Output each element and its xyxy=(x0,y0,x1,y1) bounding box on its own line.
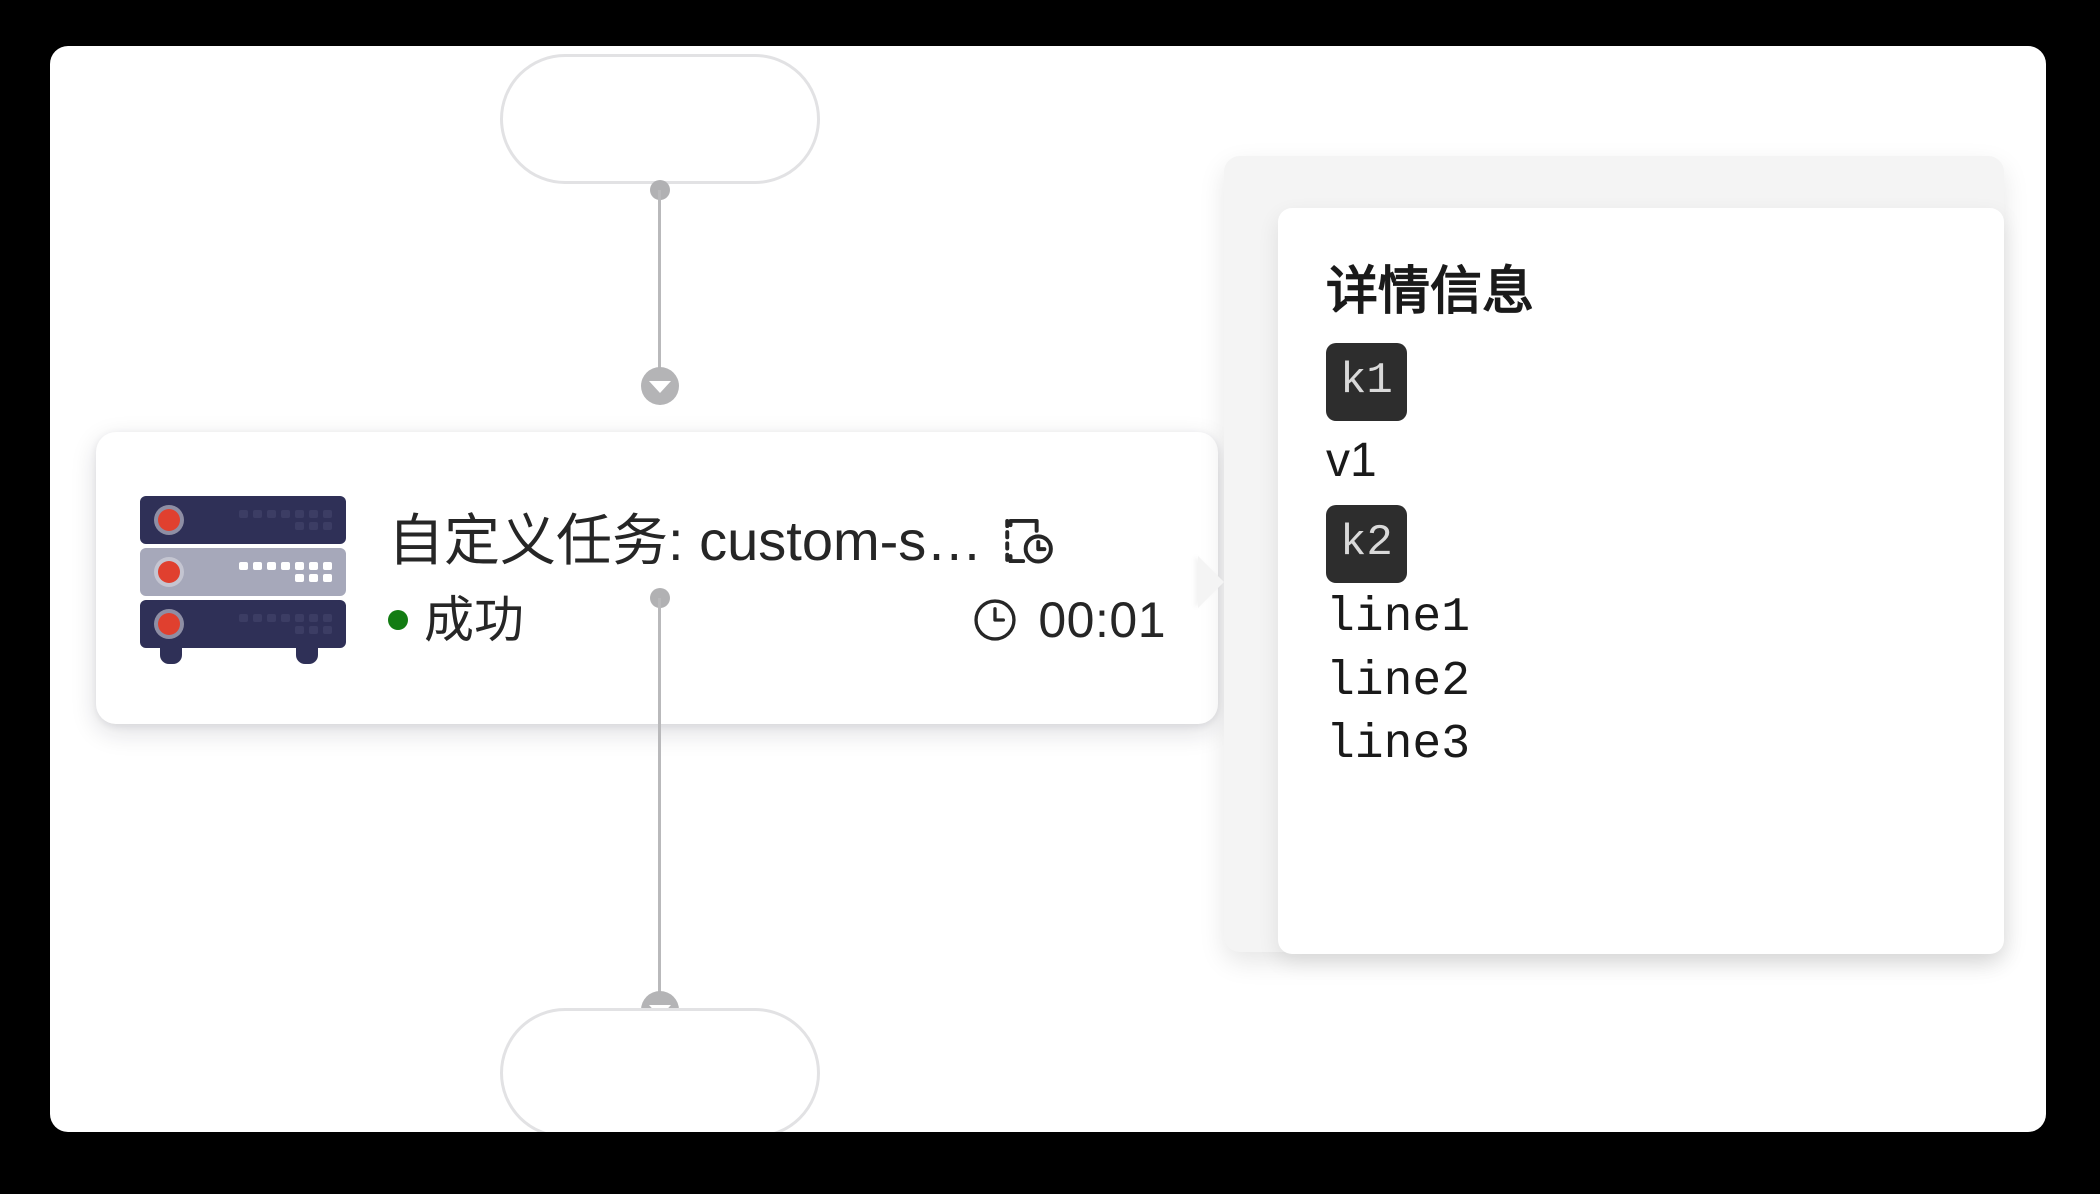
detail-value-line: line2 xyxy=(1326,654,1471,709)
server-rack-bottom xyxy=(140,600,346,648)
task-title-row: 自定义任务: custom-s… xyxy=(388,511,1184,571)
detail-value-line: line3 xyxy=(1326,717,1471,772)
task-card-body: 自定义任务: custom-s… 成功 xyxy=(388,511,1184,645)
details-tooltip: 详情信息 k1 v1 k2 line1 line2 line3 xyxy=(1198,156,2004,954)
detail-key-badge: k2 xyxy=(1326,505,1407,584)
server-led xyxy=(158,561,180,583)
server-led xyxy=(158,613,180,635)
duration-value: 00:01 xyxy=(1038,592,1166,649)
edge-upper xyxy=(658,190,661,376)
details-tooltip-panel: 详情信息 k1 v1 k2 line1 line2 line3 xyxy=(1278,208,2004,954)
task-node-card[interactable]: 自定义任务: custom-s… 成功 xyxy=(96,432,1218,724)
server-led xyxy=(158,509,180,531)
start-node[interactable] xyxy=(500,54,820,184)
status-dot-icon xyxy=(388,610,408,631)
end-node[interactable] xyxy=(500,1008,820,1132)
edge-lower xyxy=(658,598,661,1010)
detail-entry: k2 line1 line2 line3 xyxy=(1326,493,1956,777)
server-vents xyxy=(236,508,332,532)
server-foot-left xyxy=(160,646,182,664)
detail-key-badge: k1 xyxy=(1326,343,1407,422)
status-badge: 成功 xyxy=(388,595,524,645)
server-rack-middle xyxy=(140,548,346,596)
server-rack-top xyxy=(140,496,346,544)
status-label: 成功 xyxy=(424,592,524,649)
flow-canvas[interactable]: 自定义任务: custom-s… 成功 xyxy=(50,46,2046,1132)
details-title: 详情信息 xyxy=(1326,263,1535,321)
detail-entry: k1 v1 xyxy=(1326,331,1956,491)
task-title: 自定义任务: custom-s… xyxy=(388,510,983,572)
server-foot-right xyxy=(296,646,318,664)
detail-value: v1 xyxy=(1326,434,1377,488)
task-meta-row: 成功 00:01 xyxy=(388,595,1184,645)
duration-group: 00:01 xyxy=(970,595,1166,645)
schedule-history-icon[interactable] xyxy=(1000,513,1056,569)
server-icon xyxy=(140,496,346,664)
tooltip-arrow-icon xyxy=(1198,556,1224,608)
server-vents xyxy=(236,612,332,636)
arrow-down-icon xyxy=(641,367,679,405)
arrow-triangle xyxy=(649,380,671,393)
server-vents xyxy=(236,560,332,584)
pipeline-graph: 自定义任务: custom-s… 成功 xyxy=(50,46,2046,1132)
detail-value-line: line1 xyxy=(1326,591,1471,646)
clock-icon xyxy=(974,599,1017,641)
